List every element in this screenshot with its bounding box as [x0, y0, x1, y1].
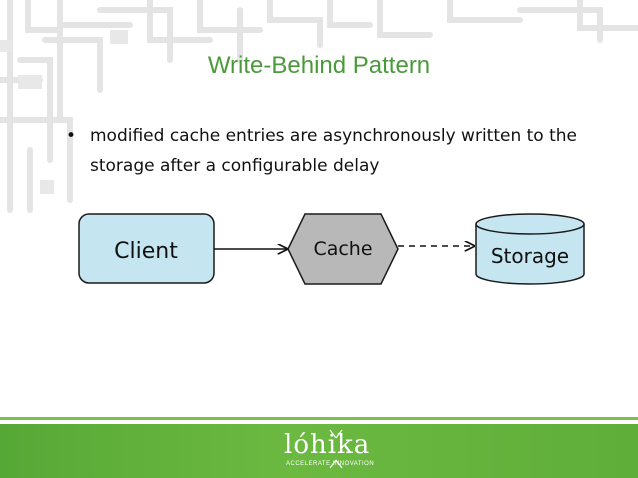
storage-cylinder: [475, 224, 585, 285]
storage-node: Storage: [475, 213, 585, 285]
footer-bar: [0, 424, 638, 478]
logo-star-icon: [329, 429, 343, 469]
storage-cylinder-top: [475, 213, 585, 235]
lohika-logo: lóhika ACCELERATE INNOVATION: [270, 428, 380, 474]
slide-title: Write-Behind Pattern: [207, 52, 431, 79]
cache-hexagon: [287, 213, 399, 285]
bullet-text: modified cache entries are asynchronousl…: [90, 126, 578, 176]
footer-divider: [0, 417, 638, 420]
cache-node: Cache: [287, 213, 399, 285]
logo-wordmark: lóhika: [284, 430, 371, 460]
logo-tagline: ACCELERATE INNOVATION: [286, 461, 375, 467]
client-node: Client: [78, 213, 215, 284]
storage-label: Storage: [491, 244, 569, 268]
bullet-marker: •: [66, 126, 77, 146]
client-label: Client: [114, 239, 178, 264]
cache-label: Cache: [313, 238, 372, 260]
